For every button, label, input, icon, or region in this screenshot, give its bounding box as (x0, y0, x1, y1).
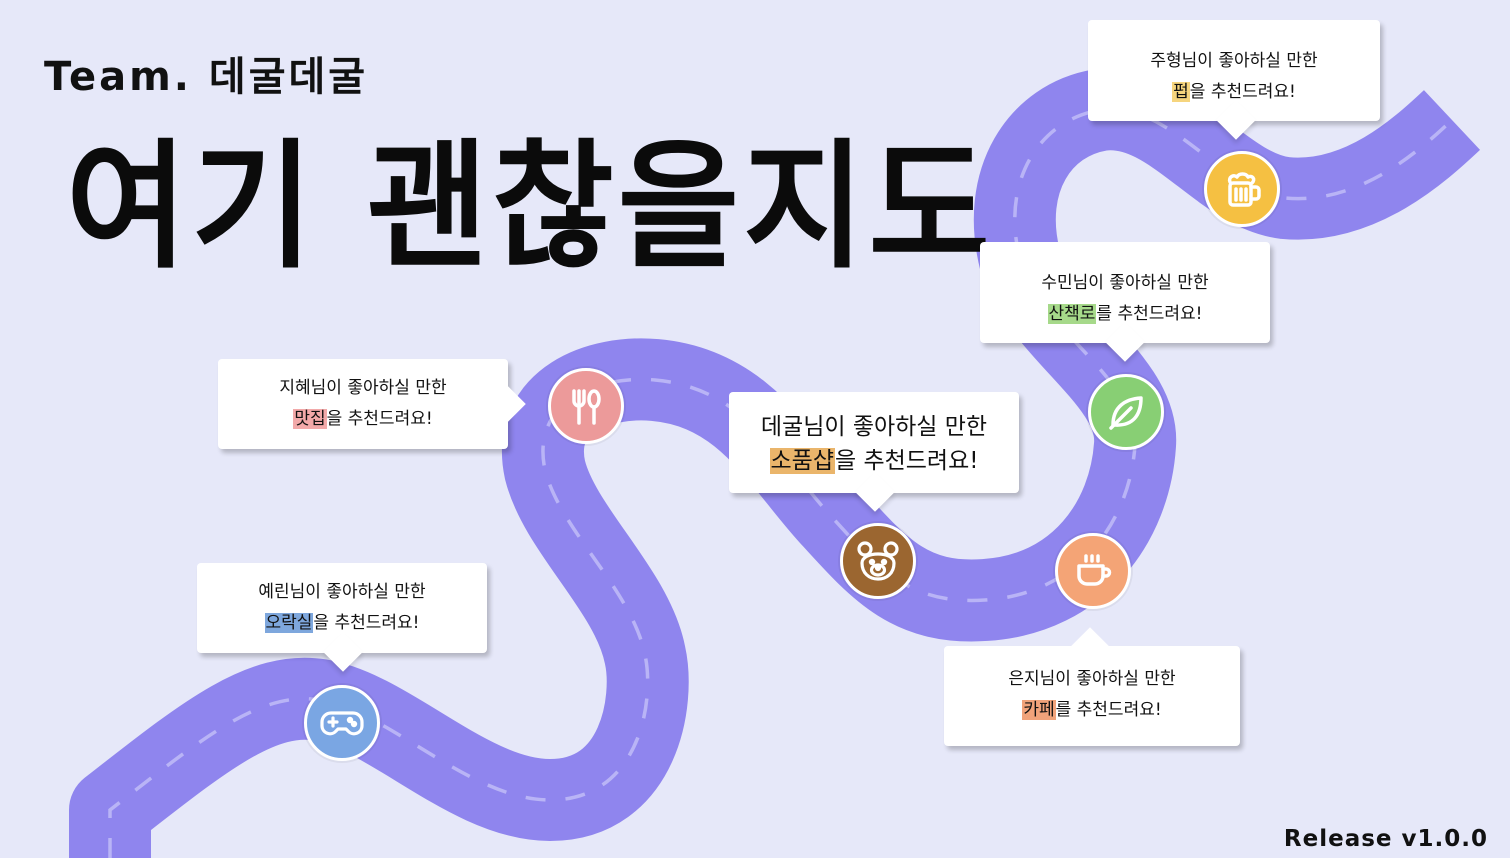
bubble-line1: 주형님이 좋아하실 만한 (1150, 51, 1318, 71)
bubble-line2: 펍을 추천드려요! (1172, 82, 1296, 102)
release-version: Release v1.0.0 (1283, 826, 1488, 852)
recommend-bubble-arcade: 예린님이 좋아하실 만한 오락실을 추천드려요! (197, 563, 487, 653)
highlight-trail: 산책로 (1047, 304, 1097, 324)
bubble-line2: 산책로를 추천드려요! (1047, 304, 1203, 324)
beer-mug-icon (1204, 151, 1280, 227)
bubble-line1: 예린님이 좋아하실 만한 (258, 582, 426, 602)
highlight-gift-shop: 소품샵 (769, 448, 835, 474)
fork-knife-icon (548, 368, 624, 444)
recommend-bubble-cafe: 은지님이 좋아하실 만한 카페를 추천드려요! (944, 646, 1240, 746)
bubble-line1: 데굴님이 좋아하실 만한 (760, 414, 988, 440)
bubble-line1: 수민님이 좋아하실 만한 (1041, 273, 1209, 293)
team-name: Team. 데굴데굴 (44, 54, 369, 100)
highlight-arcade: 오락실 (264, 613, 314, 633)
bubble-line2: 소품샵을 추천드려요! (769, 448, 979, 474)
bear-face-icon (840, 523, 916, 599)
recommend-bubble-restaurant: 지혜님이 좋아하실 만한 맛집을 추천드려요! (218, 359, 508, 449)
highlight-pub: 펍 (1172, 82, 1190, 102)
recommend-bubble-trail: 수민님이 좋아하실 만한 산책로를 추천드려요! (980, 242, 1270, 343)
leaf-icon (1088, 374, 1164, 450)
recommend-bubble-pub: 주형님이 좋아하실 만한 펍을 추천드려요! (1088, 20, 1380, 121)
bubble-line1: 지혜님이 좋아하실 만한 (279, 378, 447, 398)
gamepad-icon (304, 685, 380, 761)
bubble-line2: 오락실을 추천드려요! (264, 613, 420, 633)
recommend-bubble-gift-shop: 데굴님이 좋아하실 만한 소품샵을 추천드려요! (729, 392, 1019, 493)
coffee-cup-icon (1055, 533, 1131, 609)
highlight-restaurant: 맛집 (293, 409, 327, 429)
page-title: 여기 괜찮을지도 (66, 126, 995, 289)
highlight-cafe: 카페 (1022, 700, 1056, 720)
bubble-line1: 은지님이 좋아하실 만한 (1008, 669, 1176, 689)
bubble-line2: 맛집을 추천드려요! (293, 409, 433, 429)
bubble-line2: 카페를 추천드려요! (1022, 700, 1162, 720)
